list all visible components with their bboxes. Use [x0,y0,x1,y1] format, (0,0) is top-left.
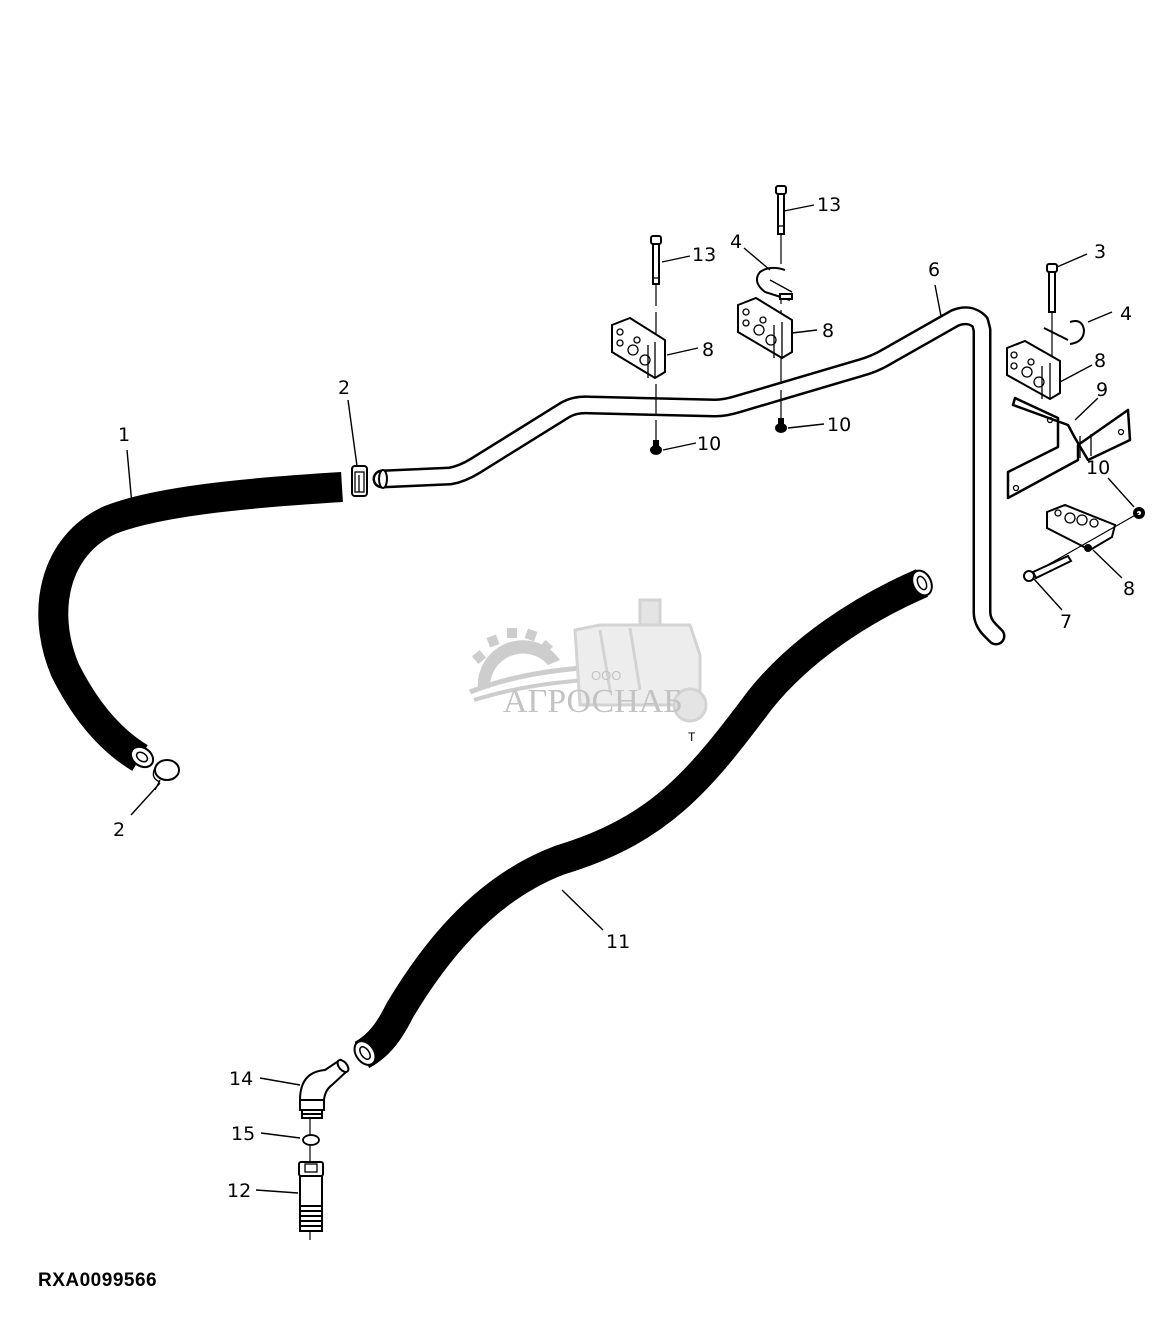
callout-13-left: 13 [692,244,716,266]
callout-4-right: 4 [1120,303,1132,325]
clip-4-middle [755,266,793,301]
callout-1: 1 [118,424,130,446]
bolt-13-middle [775,185,787,235]
callout-13-middle: 13 [817,194,841,216]
tube-6 [372,306,1006,646]
bolt-13-left [650,235,662,285]
fitting-assembly [298,1058,350,1240]
watermark-logo: ООО АГРОСНАБ [469,598,708,723]
clamp-assembly-left [611,235,666,455]
clamp-block-8-left [611,316,666,380]
callout-10-right: 10 [1086,457,1110,479]
callout-3: 3 [1094,241,1106,263]
callout-10-left: 10 [697,433,721,455]
bolt-7 [1023,554,1073,582]
callout-15: 15 [231,1123,255,1145]
callout-7: 7 [1060,611,1072,633]
hose-clamp-2-upper [351,465,368,497]
corner-mark: T [688,730,696,744]
callout-11: 11 [606,931,630,953]
callout-2-lower: 2 [113,819,125,841]
callout-8-left: 8 [702,339,714,361]
clamp-assembly-right [1006,263,1145,582]
clamp-block-8-right-lower [1046,503,1117,552]
callout-14: 14 [229,1068,253,1090]
clamp-assembly-middle [737,185,793,433]
callout-8-middle: 8 [822,320,834,342]
watermark-prefix: ООО [591,668,621,683]
harvester-icon [573,598,708,723]
callout-6: 6 [928,259,940,281]
nut-10-middle [775,418,787,433]
figure-id: RXA0099566 [38,1270,158,1291]
callout-10-middle: 10 [827,414,851,436]
nut-10-left [650,440,662,455]
watermark-name: АГРОСНАБ [503,683,683,720]
callout-4-middle: 4 [730,231,742,253]
hose-11 [353,569,933,1069]
callout-2-upper: 2 [338,377,350,399]
bracket-9 [1006,396,1132,500]
clip-4-right [1043,320,1086,345]
adapter-12 [298,1161,324,1232]
callout-8-right-upper: 8 [1094,350,1106,372]
o-ring-15 [302,1134,320,1146]
callout-9: 9 [1096,379,1108,401]
leader-lines [126,204,1135,1194]
bolt-3 [1046,263,1058,313]
callout-labels: 1 2 2 3 4 4 6 7 8 8 8 8 9 10 10 10 11 12… [113,194,1135,1202]
callout-8-right-lower: 8 [1123,578,1135,600]
elbow-fitting-14 [298,1058,350,1119]
hose-1 [38,472,343,771]
clamp-block-8-middle [737,296,793,360]
clamp-block-8-right-upper [1006,339,1061,401]
callout-12: 12 [227,1180,251,1202]
